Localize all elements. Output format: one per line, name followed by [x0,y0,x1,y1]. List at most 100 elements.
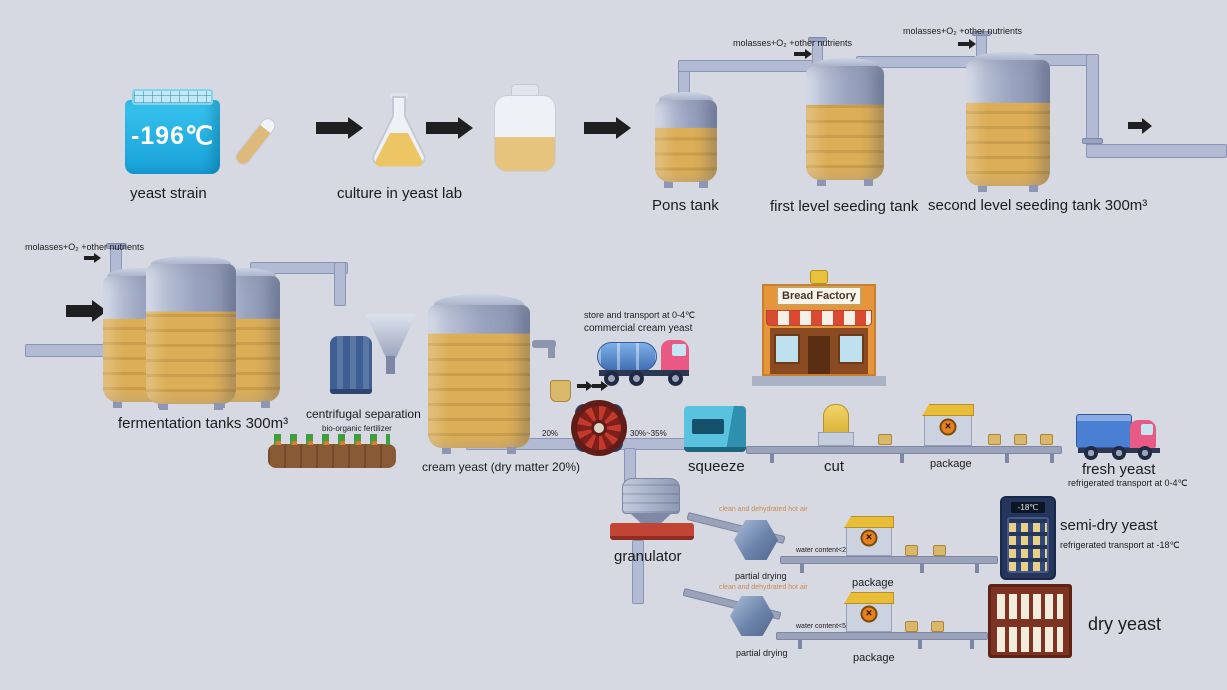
tap-icon [532,340,562,362]
fertilizer-garden [268,434,396,468]
yeast-package [988,434,1001,445]
cab-window [1141,424,1153,435]
commercial-cream-label: commercial cream yeast [584,323,693,334]
shop-door [808,336,830,374]
belt-leg [1005,454,1009,463]
factory-base [752,376,886,386]
separator-funnel [366,314,416,358]
cream-yeast-label: cream yeast (dry matter 20%) [422,460,581,474]
partial-drying-label: partial drying [736,648,788,658]
belt-leg [970,640,974,649]
separator-machine [330,336,372,394]
pipe-flange [106,243,126,249]
fermentation-tank [146,256,236,410]
belt-leg [918,640,922,649]
cream-yeast-truck [597,336,691,386]
pipe [25,344,115,357]
semi-dry-note: refrigerated transport at -18℃ [1060,540,1180,550]
yeast-package [905,621,918,632]
squeeze-slot [692,419,724,434]
partial-drying-label: partial drying [735,571,787,581]
belt-leg [770,454,774,463]
yeast-strain-label: yeast strain [130,185,207,202]
fresh-yeast-truck [1076,412,1164,460]
pipe [632,540,644,604]
squeeze-machine [684,406,746,452]
truck-tank [597,342,657,371]
cut-machine [818,404,854,446]
package-machine-icon [939,418,957,436]
water-content-label: water content<5% [796,623,853,630]
pipe-flange [808,37,827,42]
package-label: package [853,652,895,664]
centrifugal-separator [324,300,416,400]
seeding1-feed-label: molasses+O₂ +other nutrients [733,38,853,48]
package-machine-icon [860,605,878,623]
belt-leg [798,640,802,649]
pipe-20pct-label: 20% [542,429,559,438]
culture-lab-label: culture in yeast lab [337,185,463,202]
truck-chassis [599,370,689,376]
package-machine-roof [922,404,974,416]
cut-dome [823,404,849,434]
tank-body [146,264,236,404]
freezer-temp-display: -18℃ [1011,502,1045,513]
jar-icon [494,84,556,172]
truck-wheel [1112,446,1126,460]
pipe-flange [1082,138,1103,144]
package-label: package [930,458,972,470]
tap-spout [548,346,555,358]
cream-yeast-tank [428,294,530,454]
water-content-label: water content<20% [796,547,857,554]
tank-body [428,305,530,448]
seeding2-label: second level seeding tank 300m³ [928,197,1148,214]
yeast-strain-freezer: -196℃ [125,89,220,174]
truck-wheel [1084,446,1098,460]
dry-yeast-label: dry yeast [1088,614,1162,634]
tank-body [966,60,1050,186]
package-machine-roof [844,516,894,528]
cut-label: cut [824,458,845,475]
semi-dry-label: semi-dry yeast [1060,517,1158,534]
belt-leg [900,454,904,463]
belt-leg [975,564,979,573]
cream-cup [550,380,571,402]
yeast-package [933,545,946,556]
storefront [770,328,868,374]
first-seeding-tank [806,58,884,186]
truck-wheel [604,371,619,386]
shop-window [774,334,800,364]
separator-stem [386,356,395,374]
conveyor-belt [780,556,998,564]
bread-factory-emblem [810,270,828,284]
flow-arrow [592,384,601,388]
pons-tank-label: Pons tank [652,197,719,214]
tank-body [806,66,884,180]
flow-arrow [1128,122,1142,129]
flow-arrow [316,122,348,134]
granulator-base [610,523,694,540]
feed-arrow [958,42,969,46]
conveyor-belt [776,632,988,640]
fresh-yeast-label: fresh yeast [1082,461,1156,478]
dry-yeast-shelf [988,584,1072,658]
flow-arrow [426,122,458,134]
truck-cab [661,340,689,372]
shelf-row [997,627,1063,652]
display-freezer: -18℃ [1000,496,1056,580]
granulator-hopper [622,478,680,514]
cab-window [672,344,686,356]
flow-arrow [577,384,586,388]
yeast-package [1040,434,1053,445]
freezer-door [1007,517,1049,573]
jar-body [494,95,556,172]
fresh-yeast-note: refrigerated transport at 0-4℃ [1068,478,1188,488]
hot-air-label: clean and dehydrated hot air [719,506,808,513]
pipe-flange [972,31,991,36]
granulator-label: granulator [614,548,682,565]
bread-factory-sign: Bread Factory [776,286,862,306]
truck-box [1076,414,1132,448]
flow-arrow [584,122,616,134]
pipe [334,262,346,306]
